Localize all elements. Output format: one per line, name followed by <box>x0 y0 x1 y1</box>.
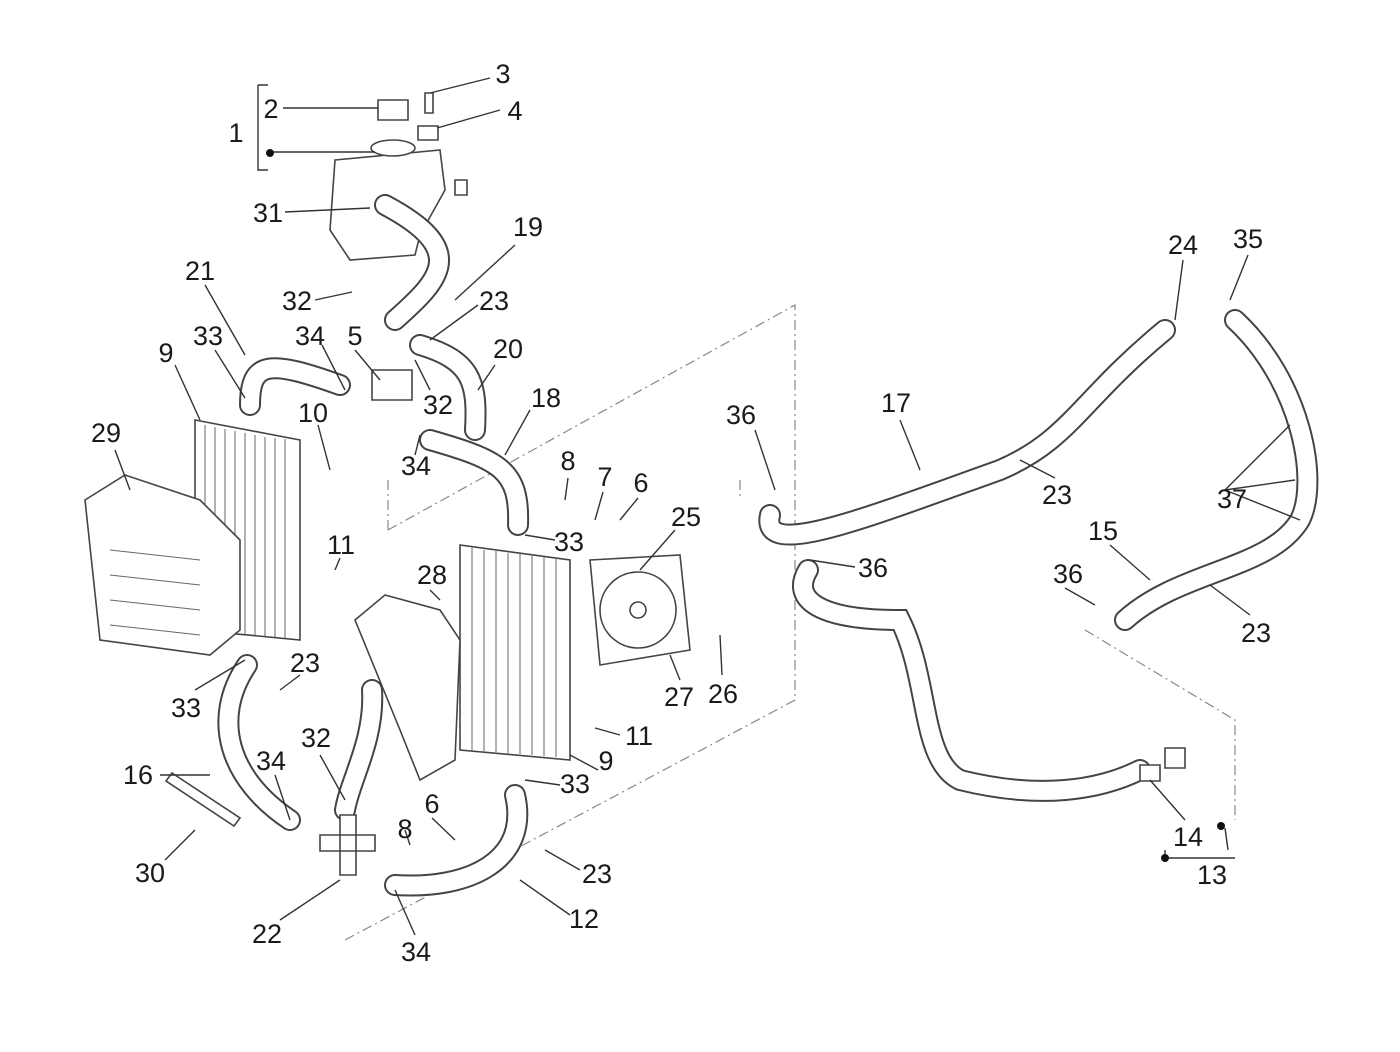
callout-31: 31 <box>253 198 283 228</box>
cooling-fan <box>589 554 691 666</box>
callout-32: 32 <box>301 723 331 753</box>
callout-28: 28 <box>417 560 447 590</box>
callout-33: 33 <box>560 769 590 799</box>
callout-23: 23 <box>290 648 320 678</box>
callout-11: 11 <box>327 530 355 560</box>
callout-33: 33 <box>171 693 201 723</box>
callout-14: 14 <box>1173 822 1203 852</box>
callout-5: 5 <box>347 321 362 351</box>
callout-36: 36 <box>1053 559 1083 589</box>
callout-34: 34 <box>295 321 325 351</box>
callout-33: 33 <box>193 321 223 351</box>
callout-37: 37 <box>1217 484 1247 514</box>
callout-19: 19 <box>513 212 543 242</box>
callout-27: 27 <box>664 682 694 712</box>
callout-25: 25 <box>671 502 701 532</box>
callout-34: 34 <box>256 746 286 776</box>
tank-cap <box>377 99 409 121</box>
callout-9: 9 <box>158 338 173 368</box>
clip-nut <box>417 125 439 141</box>
callout-24: 24 <box>1168 230 1198 260</box>
callout-18: 18 <box>531 383 561 413</box>
callout-8: 8 <box>560 446 575 476</box>
callout-23: 23 <box>582 859 612 889</box>
callout-20: 20 <box>493 334 523 364</box>
callout-22: 22 <box>252 919 282 949</box>
seal-strip <box>164 771 242 828</box>
callout-33: 33 <box>554 527 584 557</box>
radiator-right <box>459 544 571 761</box>
callout-9: 9 <box>598 746 613 776</box>
callout-labels: 1 2 3 4 31 19 21 32 23 34 5 33 9 20 32 1… <box>91 59 1271 967</box>
callout-11: 11 <box>625 721 653 751</box>
callout-30: 30 <box>135 858 165 888</box>
callout-23: 23 <box>1042 480 1072 510</box>
hoses <box>217 194 1319 897</box>
callout-32: 32 <box>423 390 453 420</box>
callout-13: 13 <box>1197 860 1227 890</box>
callout-8: 8 <box>397 814 412 844</box>
radiator-cover-left <box>84 474 241 656</box>
callout-17: 17 <box>881 388 911 418</box>
callout-36: 36 <box>726 400 756 430</box>
callout-34: 34 <box>401 937 431 967</box>
callout-2: 2 <box>263 94 278 124</box>
callout-1: 1 <box>228 118 243 148</box>
callout-16: 16 <box>123 760 153 790</box>
screw <box>424 92 434 114</box>
kit-dots <box>266 149 1225 862</box>
callout-26: 26 <box>708 679 738 709</box>
callout-34: 34 <box>401 451 431 481</box>
expansion-tank <box>329 92 468 261</box>
callout-35: 35 <box>1233 224 1263 254</box>
callout-32: 32 <box>282 286 312 316</box>
radiator-cover-right <box>354 594 461 782</box>
callout-23: 23 <box>1241 618 1271 648</box>
callout-6: 6 <box>424 789 439 819</box>
callout-3: 3 <box>495 59 510 89</box>
callout-7: 7 <box>597 462 612 492</box>
callout-15: 15 <box>1088 516 1118 546</box>
assembly-outlines <box>344 303 1236 941</box>
callout-4: 4 <box>507 96 522 126</box>
fittings <box>164 369 1186 876</box>
callout-23: 23 <box>479 286 509 316</box>
leader-lines <box>114 77 1301 936</box>
callout-29: 29 <box>91 418 121 448</box>
callout-6: 6 <box>633 468 648 498</box>
callout-21: 21 <box>185 256 215 286</box>
callout-12: 12 <box>569 904 599 934</box>
callout-36: 36 <box>858 553 888 583</box>
callout-10: 10 <box>298 398 328 428</box>
